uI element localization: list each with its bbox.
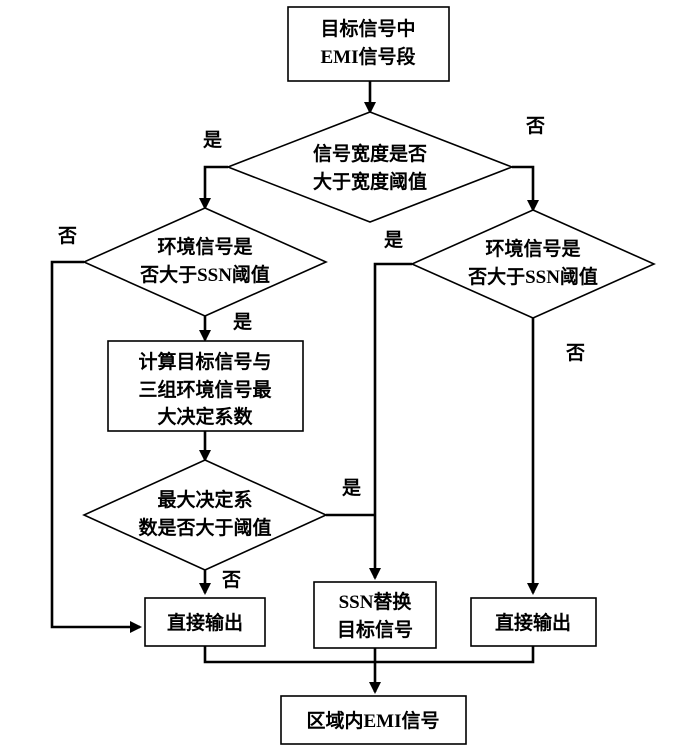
decision-diamond xyxy=(225,111,515,223)
node-text-line: 最大决定系 xyxy=(157,488,252,511)
edge-labels: 是 否 否 是 是 否 是 否 xyxy=(57,116,585,591)
node-text-line: EMI信号段 xyxy=(320,45,416,68)
process-box xyxy=(107,340,304,432)
edge-label-env-right-no: 否 xyxy=(565,343,585,364)
connectors xyxy=(50,81,539,692)
node-width-check: 信号宽度是否 大于宽度阈值 xyxy=(225,111,515,223)
edge-width-yes xyxy=(199,165,228,210)
process-box xyxy=(144,597,266,647)
node-text-line: 直接输出 xyxy=(167,611,243,634)
node-text-line: 三组环境信号最 xyxy=(138,378,272,401)
edge-merge-to-final xyxy=(203,646,535,692)
decision-diamond xyxy=(410,209,656,319)
edge-label-env-left-no: 否 xyxy=(57,226,77,247)
node-text-line: 直接输出 xyxy=(495,611,571,634)
node-text-line: 计算目标信号与 xyxy=(138,350,271,373)
node-final-output: 区域内EMI信号 xyxy=(280,695,467,745)
edge-label-coef-no: 否 xyxy=(221,570,241,591)
node-ssn-replace: SSN替换 目标信号 xyxy=(313,581,437,649)
edge-width-no xyxy=(512,165,539,212)
node-text-line: 目标信号中 xyxy=(320,17,415,40)
process-box xyxy=(470,597,597,647)
node-text-line: 区域内EMI信号 xyxy=(306,709,439,732)
process-box xyxy=(313,581,437,649)
node-text-line: 大决定系数 xyxy=(157,405,253,428)
edge-env-right-yes xyxy=(369,262,412,580)
decision-diamond xyxy=(82,207,328,317)
node-text-line: 否大于SSN阈值 xyxy=(467,265,598,288)
node-text-line: 信号宽度是否 xyxy=(313,142,427,165)
node-direct-output-left: 直接输出 xyxy=(144,597,266,647)
edge-env-left-no xyxy=(50,260,142,633)
node-max-coef-check: 最大决定系 数是否大于阈值 xyxy=(82,459,328,571)
edge-label-env-left-yes: 是 xyxy=(233,311,252,333)
node-text-line: 环境信号是 xyxy=(157,235,252,258)
node-text-line: 目标信号 xyxy=(337,618,413,641)
node-target-segment: 目标信号中 EMI信号段 xyxy=(287,6,450,82)
edge-label-width-no: 否 xyxy=(525,116,545,137)
node-text-line: 大于宽度阈值 xyxy=(313,170,427,193)
node-env-check-left: 环境信号是 否大于SSN阈值 xyxy=(82,207,328,317)
process-box xyxy=(287,6,450,82)
decision-diamond xyxy=(82,459,328,571)
node-env-check-right: 环境信号是 否大于SSN阈值 xyxy=(410,209,656,319)
node-text-line: 否大于SSN阈值 xyxy=(139,263,270,286)
edge-label-width-yes: 是 xyxy=(203,129,222,151)
process-box xyxy=(280,695,467,745)
node-direct-output-right: 直接输出 xyxy=(470,597,597,647)
node-compute: 计算目标信号与 三组环境信号最 大决定系数 xyxy=(107,340,304,432)
edge-label-env-right-yes: 是 xyxy=(384,229,403,251)
node-text-line: 环境信号是 xyxy=(485,237,580,260)
node-text-line: SSN替换 xyxy=(339,590,413,613)
node-text-line: 数是否大于阈值 xyxy=(138,516,271,539)
edge-label-coef-yes: 是 xyxy=(342,477,361,499)
